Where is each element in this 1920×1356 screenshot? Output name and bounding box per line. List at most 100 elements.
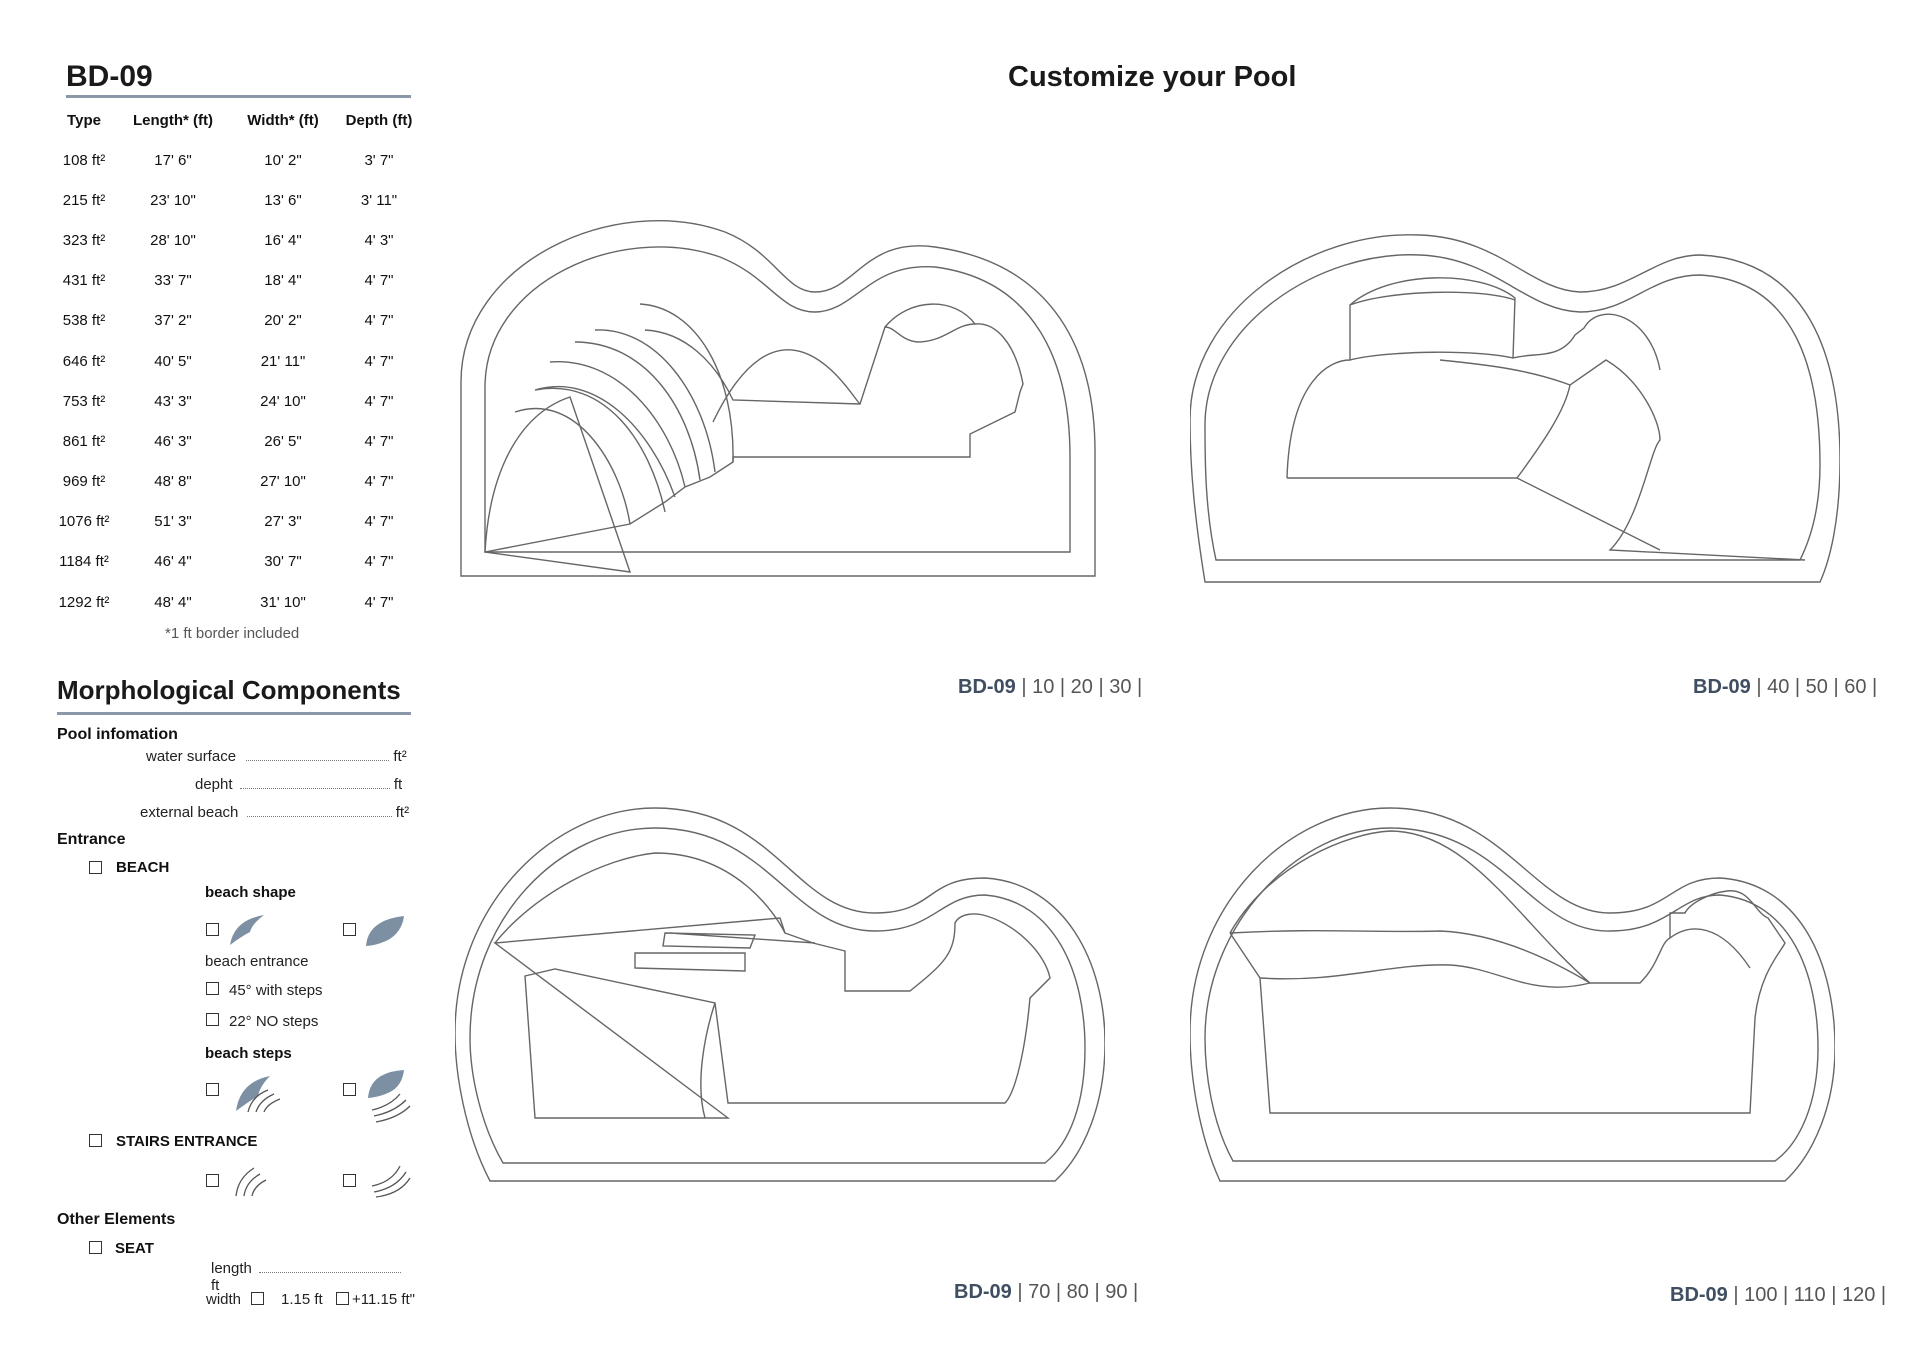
table-cell: 646 ft² xyxy=(62,352,106,370)
beach-label: BEACH xyxy=(116,859,170,876)
table-cell: 4' 7" xyxy=(364,272,394,290)
table-cell: 431 ft² xyxy=(62,272,106,290)
stairs-option-2-checkbox[interactable] xyxy=(343,1174,356,1187)
table-cell: 24' 10" xyxy=(260,392,306,410)
seat-checkbox[interactable] xyxy=(89,1241,102,1254)
table-cell: 21' 11" xyxy=(260,352,306,370)
depth-unit: ft xyxy=(393,776,403,793)
caption-70-90: BD-09 | 70 | 80 | 90 | xyxy=(954,1281,1138,1304)
table-cell: 1076 ft² xyxy=(58,513,110,531)
dimensions-table: Type Length* (ft) Width* (ft) Depth (ft)… xyxy=(56,100,426,622)
beach-steps-leaf-icon xyxy=(368,1070,411,1123)
external-beach-field[interactable] xyxy=(246,806,392,817)
beach-22-label: 22° NO steps xyxy=(229,1013,319,1030)
table-cell: 108 ft² xyxy=(62,151,106,169)
beach-shape-option-2-checkbox[interactable] xyxy=(343,923,356,936)
seat-width-1115-label: +11.15 ft" xyxy=(352,1291,416,1308)
table-cell: 43' 3" xyxy=(154,392,192,410)
beach-shape-option-1-checkbox[interactable] xyxy=(206,923,219,936)
depth-label: depht xyxy=(195,776,233,793)
caption-40-60: BD-09 | 40 | 50 | 60 | xyxy=(1693,676,1877,699)
table-cell: 33' 7" xyxy=(154,272,192,290)
table-cell: 538 ft² xyxy=(62,312,106,330)
external-beach-label: external beach xyxy=(140,804,239,821)
table-cell: 17' 6" xyxy=(154,151,192,169)
water-surface-field[interactable] xyxy=(246,750,390,761)
table-cell: 4' 7" xyxy=(364,553,394,571)
water-surface-row: water surface ft² xyxy=(146,748,412,765)
seat-width-115-checkbox[interactable] xyxy=(251,1292,264,1305)
seat-width-115-label: 1.15 ft xyxy=(281,1291,323,1308)
table-cell: 48' 8" xyxy=(154,473,192,491)
table-cell: 861 ft² xyxy=(62,432,106,450)
seat-length-field[interactable] xyxy=(259,1262,402,1273)
beach-entrance-heading: beach entrance xyxy=(205,953,309,970)
beach-shape-heading: beach shape xyxy=(205,884,296,901)
beach-45-checkbox[interactable] xyxy=(206,982,219,995)
seat-width-label: width xyxy=(206,1291,242,1308)
col-length: Length* (ft) xyxy=(133,111,213,129)
table-cell: 37' 2" xyxy=(154,312,192,330)
beach-steps-option-1-checkbox[interactable] xyxy=(206,1083,219,1096)
beach-steps-heading: beach steps xyxy=(205,1045,292,1062)
table-cell: 323 ft² xyxy=(62,231,106,249)
table-cell: 27' 10" xyxy=(260,473,306,491)
caption-model: BD-09 xyxy=(954,1281,1012,1303)
table-cell: 40' 5" xyxy=(154,352,192,370)
col-width: Width* (ft) xyxy=(247,111,319,129)
pool-info-heading: Pool infomation xyxy=(57,726,178,743)
table-cell: 1184 ft² xyxy=(59,553,109,571)
caption-sizes: | 100 | 110 | 120 | xyxy=(1733,1284,1887,1306)
caption-model: BD-09 xyxy=(1693,676,1751,698)
table-cell: 31' 10" xyxy=(260,593,306,611)
depth-row: depht ft xyxy=(195,776,412,793)
table-note: *1 ft border included xyxy=(165,625,300,642)
entrance-heading: Entrance xyxy=(57,831,126,848)
caption-100-120: BD-09 | 100 | 110 | 120 | xyxy=(1670,1284,1886,1307)
table-cell: 3' 11" xyxy=(360,191,398,209)
seat-length-unit: ft xyxy=(211,1277,220,1294)
seat-length-label: length xyxy=(211,1260,252,1277)
stairs-option-1-checkbox[interactable] xyxy=(206,1174,219,1187)
pool-drawing-40-60 xyxy=(1190,234,1840,583)
table-cell: 215 ft² xyxy=(62,191,106,209)
pool-drawing-70-90 xyxy=(455,807,1105,1182)
seat-width-1115-checkbox[interactable] xyxy=(336,1292,349,1305)
stairs-curve-icon xyxy=(371,1165,411,1198)
table-cell: 4' 7" xyxy=(364,312,394,330)
depth-field[interactable] xyxy=(239,778,390,789)
table-row: 646 ft² 40' 5" 21' 11" 4' 7" xyxy=(56,341,426,381)
table-cell: 46' 3" xyxy=(154,432,192,450)
table-cell: 4' 7" xyxy=(364,352,394,370)
caption-sizes: | 40 | 50 | 60 | xyxy=(1756,676,1878,698)
morph-title: Morphological Components xyxy=(57,675,401,705)
stairs-entrance-checkbox[interactable] xyxy=(89,1134,102,1147)
beach-45-label: 45° with steps xyxy=(229,982,323,999)
table-cell: 51' 3" xyxy=(154,513,192,531)
other-elements-heading: Other Elements xyxy=(57,1211,176,1228)
table-cell: 753 ft² xyxy=(62,392,106,410)
table-cell: 23' 10" xyxy=(150,191,196,209)
beach-22-checkbox[interactable] xyxy=(206,1013,219,1026)
beach-steps-option-2-checkbox[interactable] xyxy=(343,1083,356,1096)
caption-model: BD-09 xyxy=(1670,1284,1728,1306)
external-beach-row: external beach ft² xyxy=(140,804,412,821)
beach-checkbox[interactable] xyxy=(89,861,102,874)
table-cell: 13' 6" xyxy=(264,191,302,209)
caption-10-30: BD-09 | 10 | 20 | 30 | xyxy=(958,676,1142,699)
water-surface-unit: ft² xyxy=(393,748,407,765)
beach-steps-wedge-icon xyxy=(236,1076,281,1113)
table-cell: 4' 7" xyxy=(364,513,394,531)
table-cell: 48' 4" xyxy=(154,593,192,611)
table-cell: 969 ft² xyxy=(62,473,106,491)
caption-model: BD-09 xyxy=(958,676,1016,698)
caption-sizes: | 70 | 80 | 90 | xyxy=(1017,1281,1139,1303)
